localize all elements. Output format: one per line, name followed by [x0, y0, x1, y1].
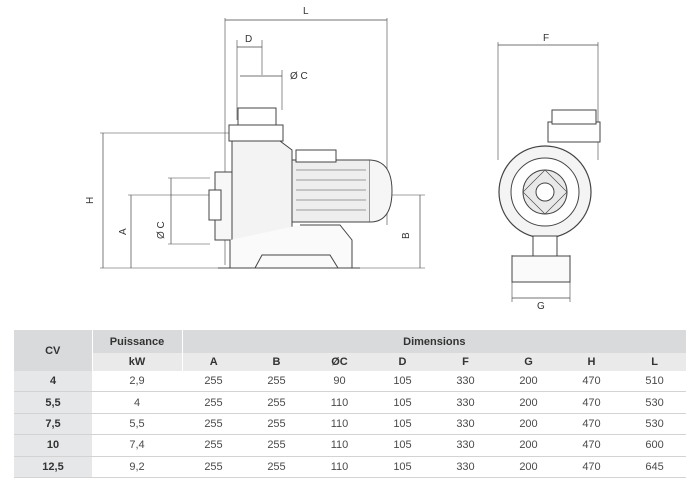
header-power: Puissance — [91, 330, 182, 353]
dim-label-A: A — [118, 228, 129, 235]
cell-f: 330 — [434, 434, 497, 457]
cell-h: 470 — [560, 391, 623, 414]
cell-cv: 5,5 — [14, 391, 92, 414]
cell-g: 200 — [497, 391, 560, 414]
cell-b: 255 — [245, 456, 308, 478]
specifications-table: CV Puissance Dimensions kW A B ØC D F G … — [14, 330, 687, 478]
cell-kw: 5,5 — [92, 413, 182, 436]
header-col-l: L — [623, 353, 687, 371]
header-col-f: F — [434, 353, 497, 371]
cell-d: 105 — [371, 371, 434, 393]
dim-label-oc-side: Ø C — [156, 221, 167, 239]
cell-cv: 4 — [14, 371, 92, 393]
cell-b: 255 — [245, 371, 308, 393]
table-header-row: CV Puissance Dimensions — [14, 330, 687, 371]
cell-l: 510 — [623, 371, 687, 393]
header-col-oc: ØC — [308, 353, 371, 371]
header-cv: CV — [14, 330, 92, 371]
header-col-d: D — [371, 353, 434, 371]
cell-f: 330 — [434, 456, 497, 478]
cell-h: 470 — [560, 434, 623, 457]
header-dimensions: Dimensions — [181, 330, 687, 353]
cell-l: 530 — [623, 391, 687, 414]
cell-oc: 110 — [308, 413, 371, 436]
header-col-g: G — [497, 353, 560, 371]
header-power-unit: kW — [91, 353, 182, 371]
cell-kw: 4 — [92, 391, 182, 414]
cell-l: 600 — [623, 434, 687, 457]
cell-a: 255 — [182, 456, 245, 478]
cell-d: 105 — [371, 456, 434, 478]
cell-f: 330 — [434, 391, 497, 414]
cell-a: 255 — [182, 413, 245, 436]
cell-cv: 12,5 — [14, 456, 92, 478]
cell-oc: 110 — [308, 434, 371, 457]
cell-oc: 110 — [308, 391, 371, 414]
dim-label-D: D — [245, 34, 252, 45]
cell-oc: 110 — [308, 456, 371, 478]
cell-l: 645 — [623, 456, 687, 478]
cell-h: 470 — [560, 456, 623, 478]
cell-cv: 7,5 — [14, 413, 92, 436]
cell-h: 470 — [560, 371, 623, 393]
cell-kw: 7,4 — [92, 434, 182, 457]
cell-h: 470 — [560, 413, 623, 436]
table-subheader-row: kW A B ØC D F G H L — [14, 353, 687, 371]
cell-l: 530 — [623, 413, 687, 436]
cell-b: 255 — [245, 434, 308, 457]
cell-a: 255 — [182, 434, 245, 457]
cell-cv: 10 — [14, 434, 92, 457]
cell-f: 330 — [434, 413, 497, 436]
cell-kw: 2,9 — [92, 371, 182, 393]
cell-d: 105 — [371, 391, 434, 414]
cell-oc: 90 — [308, 371, 371, 393]
header-col-h: H — [560, 353, 623, 371]
dim-label-L: L — [303, 6, 309, 17]
cell-g: 200 — [497, 413, 560, 436]
cell-g: 200 — [497, 371, 560, 393]
cell-kw: 9,2 — [92, 456, 182, 478]
dim-label-F: F — [543, 33, 549, 44]
cell-d: 105 — [371, 413, 434, 436]
cell-b: 255 — [245, 391, 308, 414]
header-col-a: A — [181, 353, 245, 371]
cell-g: 200 — [497, 456, 560, 478]
cell-a: 255 — [182, 371, 245, 393]
cell-d: 105 — [371, 434, 434, 457]
cell-a: 255 — [182, 391, 245, 414]
dim-label-B: B — [401, 232, 412, 239]
header-col-b: B — [245, 353, 308, 371]
cell-b: 255 — [245, 413, 308, 436]
dim-label-H: H — [85, 197, 96, 204]
cell-g: 200 — [497, 434, 560, 457]
dim-label-oc-top: Ø C — [290, 71, 308, 82]
cell-f: 330 — [434, 371, 497, 393]
dim-label-G: G — [537, 301, 545, 312]
pump-technical-drawing: L D Ø C H A Ø C B F G — [85, 6, 601, 312]
